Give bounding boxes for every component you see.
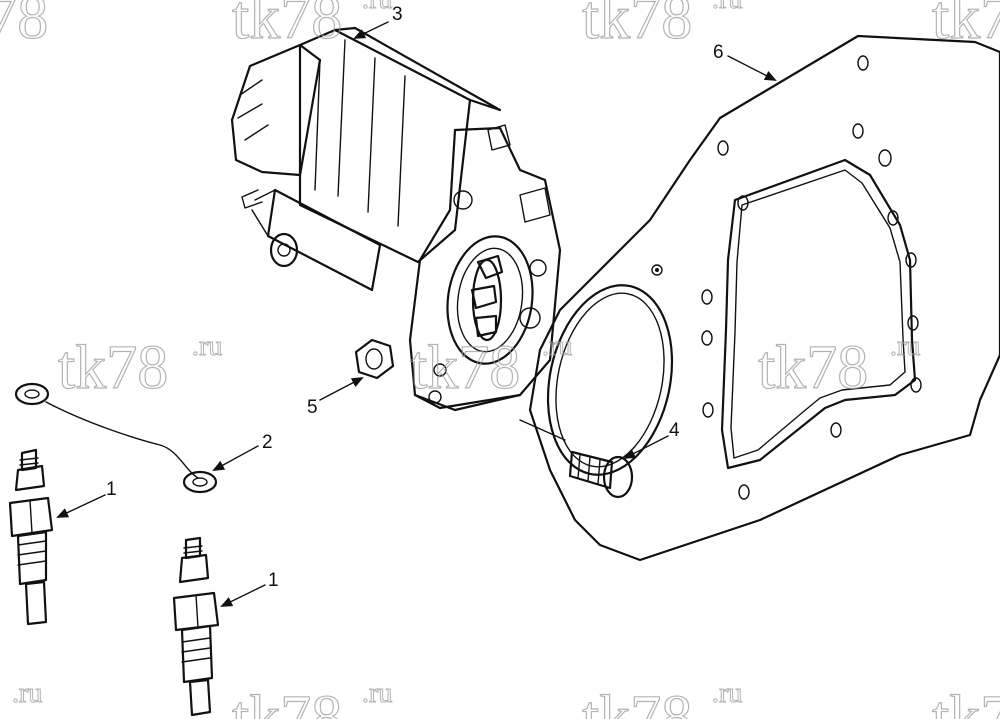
leader-6 (727, 55, 777, 81)
svg-text:tk78: tk78 (0, 0, 48, 52)
svg-text:.ru: .ru (890, 331, 920, 362)
adapter-plate-gasket (528, 34, 1000, 562)
starter-motor (230, 26, 566, 441)
callout-5: 5 (307, 397, 318, 418)
leader-2 (212, 445, 259, 471)
watermark-bottom-center-left: tk78 .ru (231, 678, 392, 719)
connector-wire (14, 382, 218, 494)
watermark-middle-left: tk78 .ru (57, 331, 222, 403)
callout-2: 2 (262, 432, 273, 453)
callout-numbers: 1 1 2 3 4 5 6 (106, 4, 724, 591)
svg-text:tk78: tk78 (582, 0, 692, 52)
leader-5 (319, 377, 364, 401)
svg-text:.ru: .ru (362, 0, 392, 15)
svg-text:.ru: .ru (362, 678, 392, 709)
watermark-top-center-right: tk78 .ru (581, 0, 742, 53)
watermark-top-right: tk78 (931, 0, 1000, 53)
leader-1-upper (56, 494, 106, 518)
svg-text:.ru: .ru (12, 678, 42, 709)
leader-1-lower (220, 584, 266, 607)
svg-text:tk78: tk78 (932, 684, 1000, 719)
svg-text:.ru: .ru (542, 331, 572, 362)
callout-1-lower: 1 (268, 570, 279, 591)
svg-text:tk78: tk78 (232, 684, 342, 719)
callout-4: 4 (669, 420, 680, 441)
svg-text:tk78: tk78 (582, 684, 692, 719)
svg-text:tk78: tk78 (932, 0, 1000, 52)
leader-lines (56, 21, 777, 607)
watermark-bottom-left: .ru (12, 678, 43, 710)
watermark-middle-right: tk78 .ru (757, 331, 920, 403)
svg-text:.ru: .ru (712, 678, 742, 709)
svg-text:tk78: tk78 (232, 0, 342, 52)
plate-bolt-holes (651, 55, 922, 500)
watermark-bottom-right: tk78 (931, 683, 1000, 719)
svg-text:.ru: .ru (712, 0, 742, 15)
watermark-top-left: tk78 (0, 0, 49, 53)
watermark-middle-center: tk78 .ru (409, 331, 572, 403)
callout-3: 3 (392, 4, 403, 25)
leader-4 (623, 435, 669, 459)
callout-1-upper: 1 (106, 479, 117, 500)
svg-text:tk78: tk78 (758, 334, 868, 402)
watermark-top-center-left: tk78 .ru (231, 0, 392, 53)
leader-3 (353, 21, 389, 39)
svg-text:tk78: tk78 (410, 334, 520, 402)
watermark-bottom-center-right: tk78 .ru (581, 678, 742, 719)
svg-text:.ru: .ru (192, 331, 222, 362)
mounting-bolt (568, 450, 634, 499)
nut (354, 338, 395, 380)
glow-plug-upper (8, 448, 54, 626)
glow-plug-lower (172, 536, 220, 717)
svg-text:tk78: tk78 (58, 334, 168, 402)
callout-6: 6 (713, 42, 724, 63)
